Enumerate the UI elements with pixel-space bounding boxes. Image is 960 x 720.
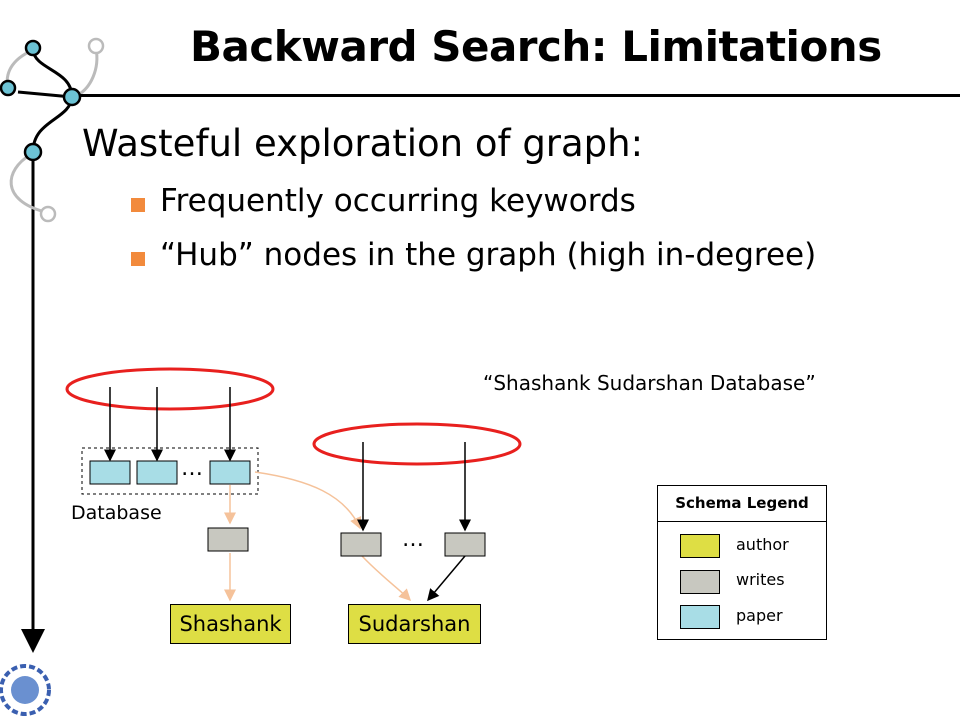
- legend-item-paper: paper: [736, 606, 783, 625]
- graph-motif-icon: [0, 37, 105, 653]
- legend-item-writes: writes: [736, 570, 785, 589]
- legend-divider: [658, 521, 826, 522]
- bullet-icon: [131, 198, 145, 212]
- writes-node: [340, 532, 382, 557]
- author-swatch: [680, 534, 720, 558]
- paper-node: [209, 460, 251, 485]
- title-divider: [80, 94, 960, 97]
- writes-node: [444, 532, 486, 557]
- paper-node: [89, 460, 131, 485]
- legend-title: Schema Legend: [675, 494, 809, 512]
- main-point: Wasteful exploration of graph:: [82, 122, 644, 165]
- bullet-item: Frequently occurring keywords: [160, 183, 636, 219]
- writes-swatch: [680, 570, 720, 594]
- database-label: Database: [71, 502, 162, 524]
- paper-swatch: [680, 605, 720, 629]
- author-node-sudarshan: Sudarshan: [348, 604, 481, 644]
- writes-node: [207, 527, 249, 552]
- query-text: “Shashank Sudarshan Database”: [483, 371, 816, 395]
- bullet-item: “Hub” nodes in the graph (high in-degree…: [160, 237, 817, 273]
- ellipsis-label: …: [402, 527, 424, 552]
- database-group-box: [81, 447, 259, 495]
- legend-item-author: author: [736, 535, 789, 554]
- paper-node: [136, 460, 178, 485]
- bullet-icon: [131, 252, 145, 266]
- keyword-ellipse-sudarshan: [312, 422, 522, 466]
- ellipsis-label: …: [181, 456, 203, 481]
- author-node-shashank: Shashank: [170, 604, 291, 644]
- keyword-ellipse-database: [65, 367, 275, 411]
- institute-logo-icon: [0, 664, 51, 716]
- page-title: Backward Search: Limitations: [190, 22, 882, 71]
- schema-legend: Schema Legend author writes paper: [657, 485, 827, 640]
